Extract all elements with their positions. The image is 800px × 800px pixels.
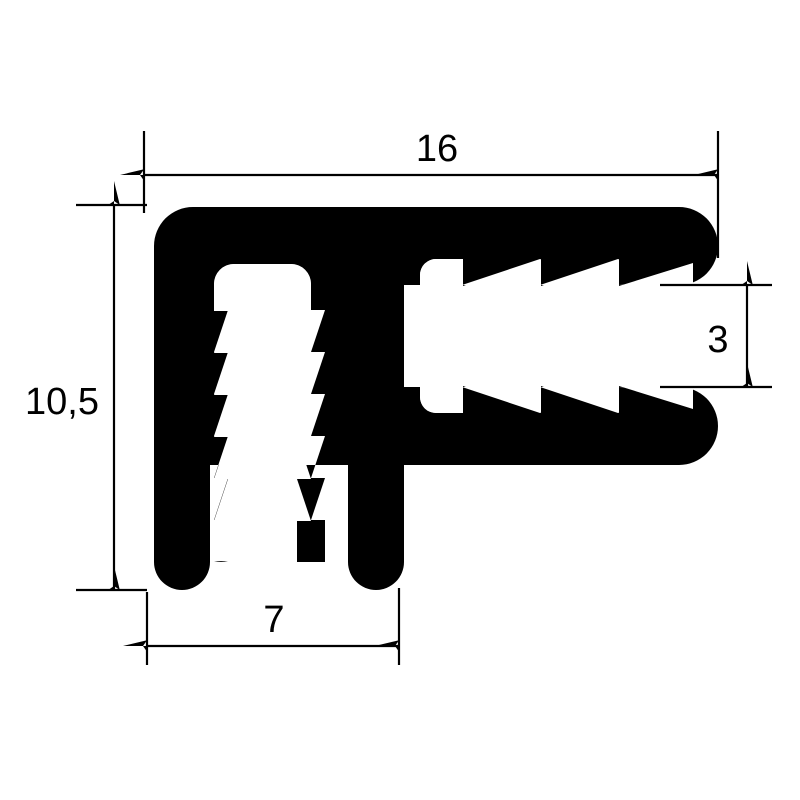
dimension-leg-width: 7 bbox=[123, 588, 401, 665]
horizontal-slot-cutout bbox=[420, 259, 693, 413]
dimension-label-leg: 7 bbox=[263, 599, 284, 641]
dimension-label-width: 16 bbox=[416, 128, 458, 170]
dimension-label-height: 10,5 bbox=[25, 381, 99, 423]
vertical-slot-cutout bbox=[214, 264, 311, 562]
dimension-slot-opening: 3 bbox=[660, 261, 772, 389]
dimension-width-overall: 16 bbox=[120, 128, 720, 258]
slot-cutouts-group bbox=[214, 259, 693, 562]
dimension-height-overall: 10,5 bbox=[25, 181, 147, 592]
dimension-label-slot: 3 bbox=[707, 319, 728, 361]
